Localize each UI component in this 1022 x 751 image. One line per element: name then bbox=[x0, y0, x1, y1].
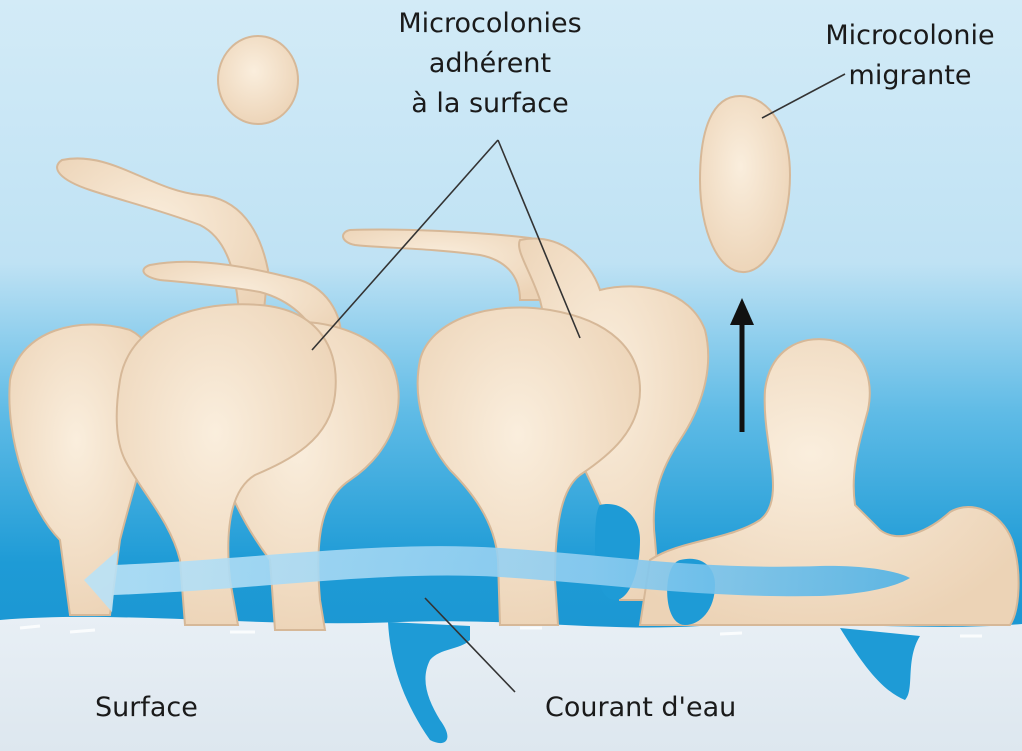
label-water-current: Courant d'eau bbox=[545, 688, 736, 728]
label-adherent-microcolonies: Microcolonies adhérent à la surface bbox=[360, 4, 620, 124]
floating-microcolony bbox=[218, 36, 298, 124]
label-adherent-line2: adhérent bbox=[360, 44, 620, 84]
label-migrante-line1: Microcolonie bbox=[800, 16, 1020, 56]
label-adherent-line1: Microcolonies bbox=[360, 4, 620, 44]
label-adherent-line3: à la surface bbox=[360, 84, 620, 124]
label-migrating-microcolony: Microcolonie migrante bbox=[800, 16, 1020, 96]
label-migrante-line2: migrante bbox=[800, 56, 1020, 96]
label-surface: Surface bbox=[95, 688, 198, 728]
